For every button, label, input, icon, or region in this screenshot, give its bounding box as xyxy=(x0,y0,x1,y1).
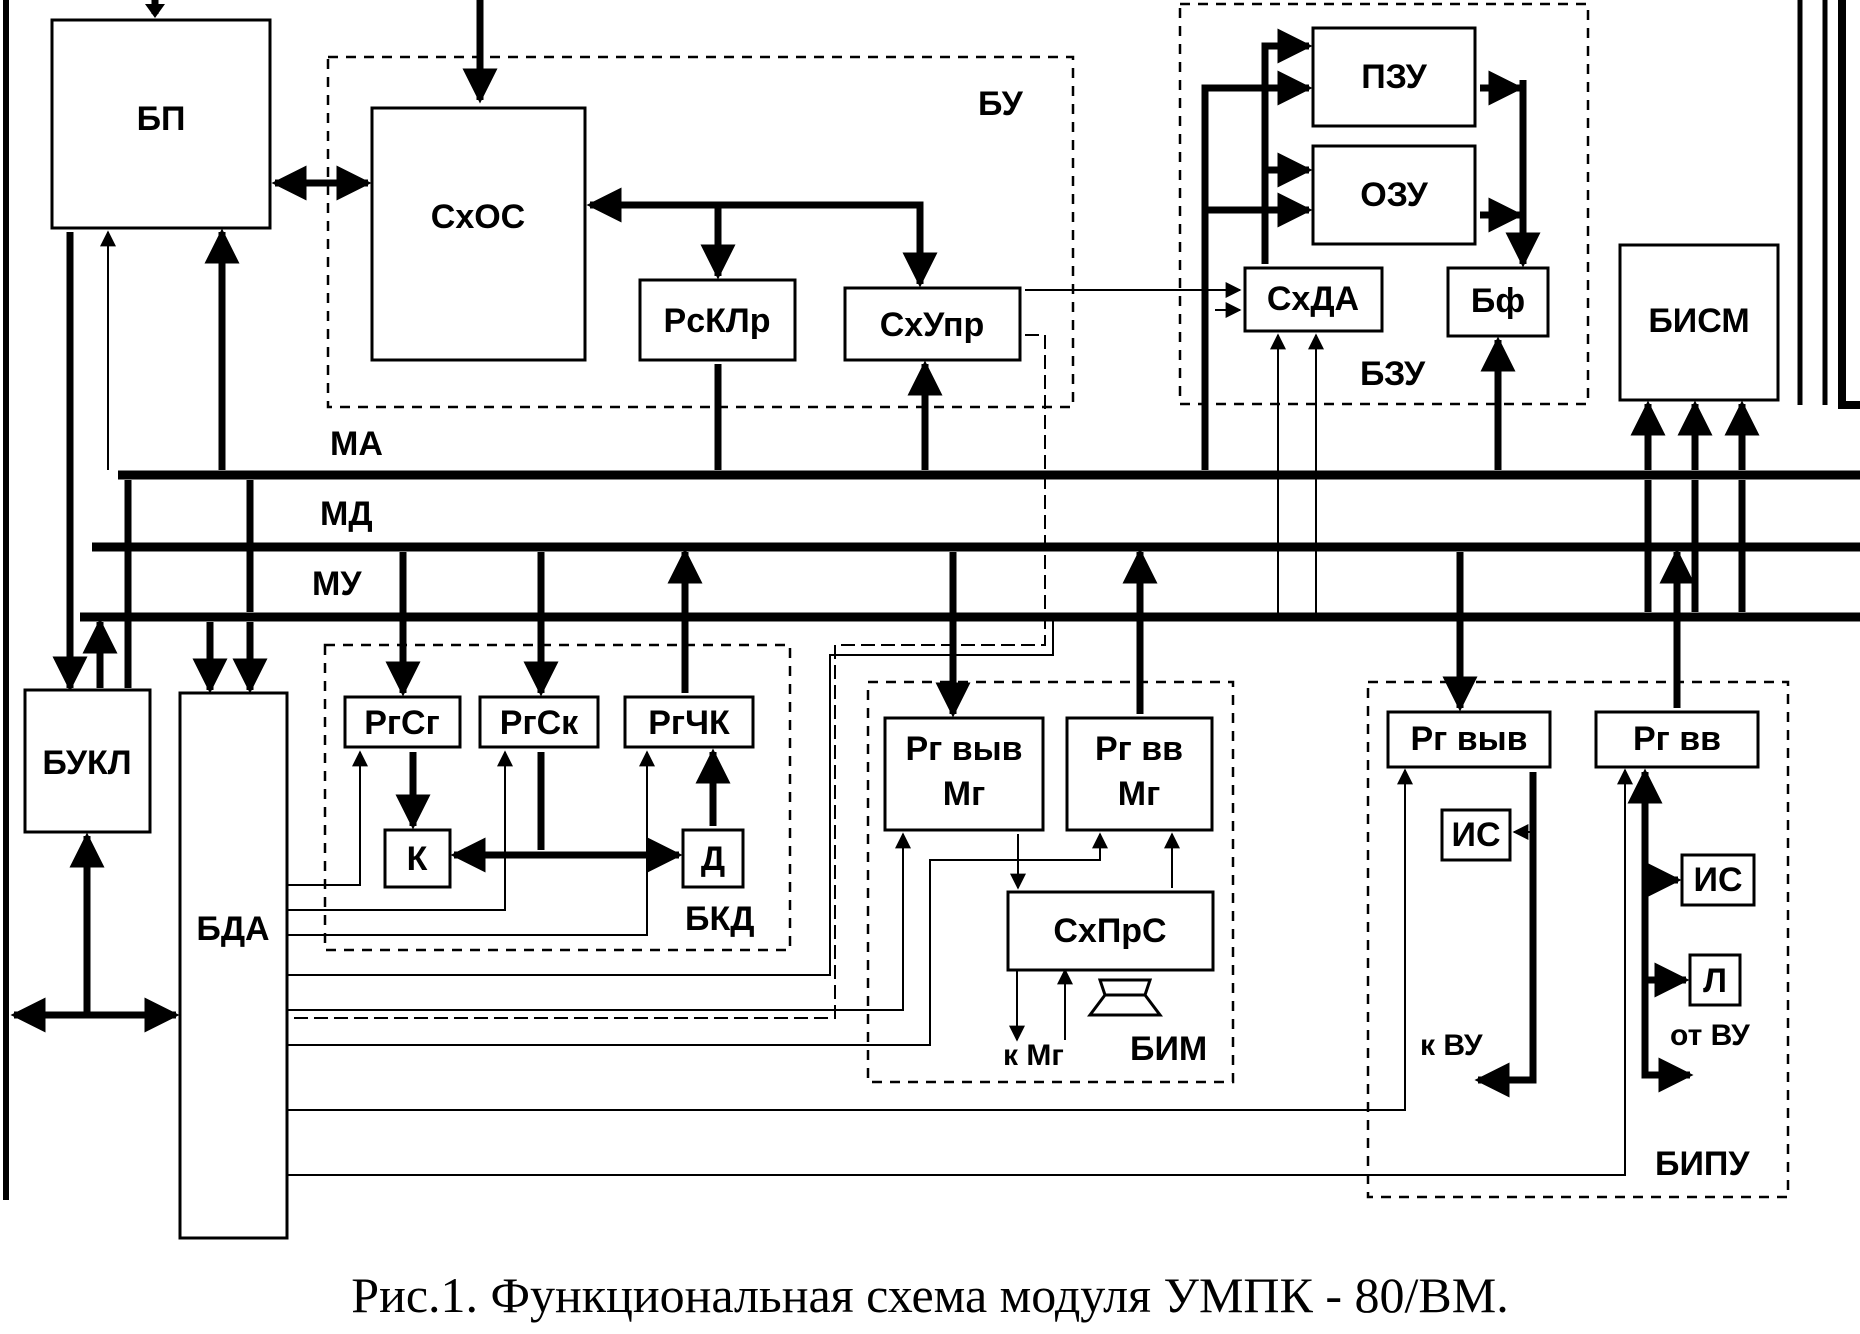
block-d: Д xyxy=(681,828,745,889)
block-sxda-label: СхДА xyxy=(1267,280,1359,318)
block-l-label: Л xyxy=(1703,962,1727,1000)
buses: МА МД МУ xyxy=(80,425,1860,622)
group-bipu-label: БИПУ xyxy=(1655,1145,1750,1183)
label-k-vu: к ВУ xyxy=(1420,1029,1483,1062)
block-l: Л xyxy=(1688,953,1742,1007)
label-k-mg: к Мг xyxy=(1003,1039,1064,1072)
block-is-out-label: ИС xyxy=(1452,816,1501,854)
block-rg-vyv-mg-label-2: Мг xyxy=(943,775,985,813)
bus-mu-label: МУ xyxy=(312,565,362,603)
group-bu xyxy=(326,55,1075,409)
block-rg-vv-mg-label-2: Мг xyxy=(1118,775,1160,813)
block-k-label: К xyxy=(407,840,428,878)
speaker-icon xyxy=(1087,978,1163,1017)
block-sxupr-label: СхУпр xyxy=(880,306,985,344)
block-sxprs: СхПрС xyxy=(1006,890,1215,972)
bus-ma-label: МА xyxy=(330,425,383,463)
block-rg-vyv: Рг выв xyxy=(1386,710,1552,769)
block-bism-label: БИСМ xyxy=(1648,302,1749,340)
block-bda-label: БДА xyxy=(196,910,269,948)
block-rgsklp: РсКЛр xyxy=(638,278,797,362)
group-bzu-label: БЗУ xyxy=(1360,355,1426,393)
block-sxda: СхДА xyxy=(1243,266,1384,333)
block-sxprs-label: СхПрС xyxy=(1053,912,1166,950)
group-bzu xyxy=(1178,2,1590,406)
block-rgchk-label: РгЧК xyxy=(648,704,730,742)
block-rg-vv-mg-label-1: Рг вв xyxy=(1095,730,1183,768)
thick-connections xyxy=(10,28,1760,1098)
block-bukl-label: БУКЛ xyxy=(42,744,131,782)
block-rg-vv-label: Рг вв xyxy=(1633,720,1721,758)
frame-lines xyxy=(3,0,1860,1200)
group-bkd xyxy=(323,643,792,952)
block-bf-label: Бф xyxy=(1471,282,1525,320)
figure-caption: Рис.1. Функциональная схема модуля УМПК … xyxy=(351,1267,1508,1323)
block-rgsklp-label: РсКЛр xyxy=(664,302,771,340)
block-bf: Бф xyxy=(1446,266,1550,338)
block-is-out: ИС xyxy=(1440,808,1512,862)
block-rg-vyv-mg-label-1: Рг выв xyxy=(905,730,1022,768)
bus-md-label: МД xyxy=(320,495,373,533)
block-is-in-label: ИС xyxy=(1694,861,1743,899)
block-k: К xyxy=(383,828,452,889)
block-ozu: ОЗУ xyxy=(1311,144,1477,246)
block-pzu: ПЗУ xyxy=(1311,26,1477,128)
block-rgsg-label: РгСг xyxy=(364,704,440,742)
block-rg-vv-mg: Рг вв Мг xyxy=(1065,716,1214,832)
block-bda: БДА xyxy=(178,691,289,1240)
block-is-in: ИС xyxy=(1680,853,1756,907)
block-rg-vv: Рг вв xyxy=(1594,710,1760,769)
thin-connections xyxy=(287,282,1633,1176)
block-rg-vyv-mg: Рг выв Мг xyxy=(883,716,1045,832)
block-sxos: СхОС xyxy=(370,106,587,362)
block-bukl: БУКЛ xyxy=(23,688,152,834)
block-d-label: Д xyxy=(701,840,725,878)
block-rgsk: РгСк xyxy=(478,695,600,749)
label-ot-vu: от ВУ xyxy=(1670,1019,1750,1052)
group-bim-label: БИМ xyxy=(1130,1030,1207,1068)
group-bu-label: БУ xyxy=(978,85,1024,123)
block-rgsk-label: РгСк xyxy=(500,704,579,742)
group-bkd-label: БКД xyxy=(685,900,754,938)
block-bism: БИСМ xyxy=(1618,243,1780,402)
block-rgchk: РгЧК xyxy=(623,695,755,749)
block-rgsg: РгСг xyxy=(343,695,462,749)
block-bp: БП xyxy=(50,18,272,230)
block-sxupr: СхУпр xyxy=(843,286,1022,362)
block-bp-label: БП xyxy=(137,100,186,138)
block-rg-vyv-label: Рг выв xyxy=(1410,720,1527,758)
block-sxos-label: СхОС xyxy=(431,198,525,236)
block-pzu-label: ПЗУ xyxy=(1361,58,1427,96)
block-ozu-label: ОЗУ xyxy=(1360,176,1428,214)
group-bim xyxy=(866,680,1235,1084)
